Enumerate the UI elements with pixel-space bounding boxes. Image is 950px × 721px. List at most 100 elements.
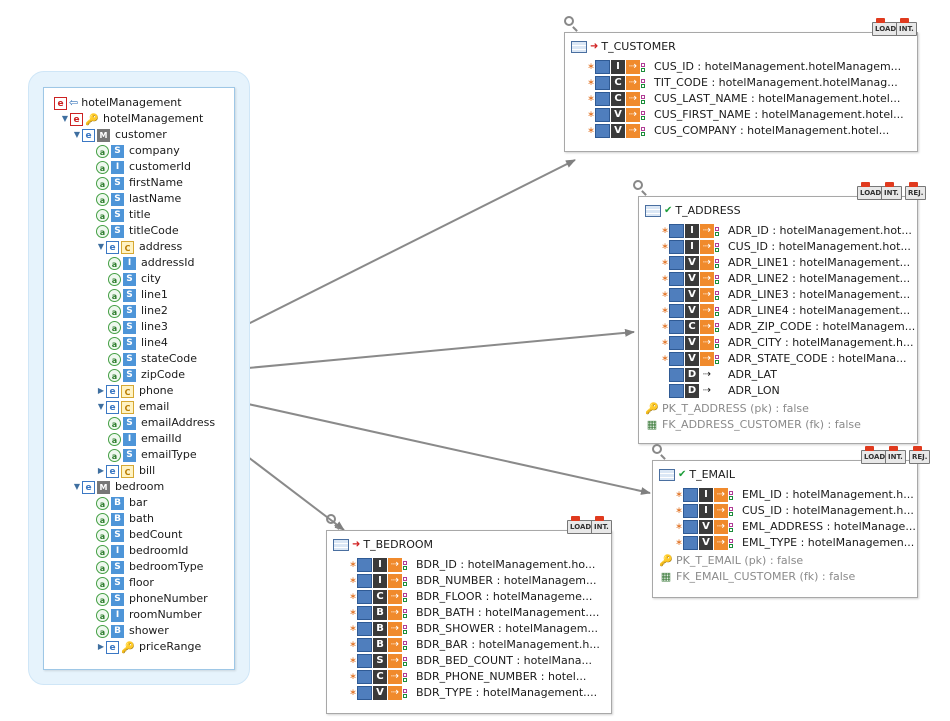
table-title[interactable]: ✔ T_ADDRESS xyxy=(645,203,741,219)
table-column[interactable]: ∗ V ⇢ ADR_CITY : hotelManagement.h... xyxy=(661,335,913,351)
table-column[interactable]: ∗ V ⇢ ADR_LINE4 : hotelManagement... xyxy=(661,303,910,319)
table-column[interactable]: ∗ V ⇢ ADR_LINE3 : hotelManagement... xyxy=(661,287,910,303)
expand-arrow-icon[interactable]: ▼ xyxy=(97,402,105,411)
tree-node[interactable]: ▶e🔑priceRange xyxy=(96,639,201,655)
table-column[interactable]: ∗ I ⇢ EML_ID : hotelManagement.h... xyxy=(675,487,914,503)
table-t-email[interactable]: ✔ T_EMAIL ∗ I ⇢ EML_ID : hotelManagement… xyxy=(652,460,918,598)
table-column[interactable]: ∗ C ⇢ TIT_CODE : hotelManagement.hotelMa… xyxy=(587,75,898,91)
table-title[interactable]: ➜ T_BEDROOM xyxy=(333,537,433,553)
strategy-badge-int[interactable]: INT. xyxy=(885,446,906,464)
table-column[interactable]: ∗ I ⇢ BDR_ID : hotelManagement.ho... xyxy=(349,557,595,573)
column-icon xyxy=(595,108,610,122)
table-title[interactable]: ✔ T_EMAIL xyxy=(659,467,735,483)
table-column[interactable]: ∗ C ⇢ BDR_PHONE_NUMBER : hotel... xyxy=(349,669,586,685)
strategy-badge-int[interactable]: INT. xyxy=(591,516,612,534)
constraint-fk[interactable]: ▦ FK_EMAIL_CUSTOMER (fk) : false xyxy=(659,569,855,585)
collapse-arrow-icon[interactable]: ▶ xyxy=(97,642,105,651)
expand-arrow-icon[interactable]: ▼ xyxy=(61,114,69,123)
table-column[interactable]: ∗ S ⇢ BDR_BED_COUNT : hotelMana... xyxy=(349,653,592,669)
strategy-badge-rej[interactable]: REJ. xyxy=(905,182,927,200)
table-column[interactable]: ∗ C ⇢ ADR_ZIP_CODE : hotelManagem... xyxy=(661,319,915,335)
table-column[interactable]: ∗ V ⇢ CUS_FIRST_NAME : hotelManagement.h… xyxy=(587,107,904,123)
tree-root[interactable]: e ⇦ hotelManagement xyxy=(54,95,182,111)
table-column[interactable]: ∗ I ⇢ ADR_ID : hotelManagement.hot... xyxy=(661,223,912,239)
expand-arrow-icon[interactable]: ▼ xyxy=(97,242,105,251)
collapse-arrow-icon[interactable]: ▶ xyxy=(97,466,105,475)
zoom-icon[interactable] xyxy=(633,180,643,190)
table-column[interactable]: D ⇢ ADR_LAT xyxy=(661,367,777,383)
table-title[interactable]: ➜ T_CUSTOMER xyxy=(571,39,676,55)
table-column[interactable]: ∗ I ⇢ CUS_ID : hotelManagement.hot... xyxy=(661,239,911,255)
table-column[interactable]: ∗ C ⇢ BDR_FLOOR : hotelManageme... xyxy=(349,589,592,605)
collapse-arrow-icon[interactable]: ▶ xyxy=(97,386,105,395)
zoom-icon[interactable] xyxy=(652,444,662,454)
table-column[interactable]: ∗ V ⇢ BDR_TYPE : hotelManagement.... xyxy=(349,685,597,701)
table-column[interactable]: ∗ B ⇢ BDR_SHOWER : hotelManagem... xyxy=(349,621,598,637)
table-column[interactable]: ∗ B ⇢ BDR_BAR : hotelManagement.h... xyxy=(349,637,600,653)
table-column[interactable]: ∗ I ⇢ CUS_ID : hotelManagement.hotelMana… xyxy=(587,59,901,75)
model-tree-panel[interactable]: e ⇦ hotelManagement ▼e🔑hotelManagement▼e… xyxy=(43,87,235,670)
table-column[interactable]: ∗ V ⇢ EML_ADDRESS : hotelManage... xyxy=(675,519,916,535)
table-column[interactable]: ∗ V ⇢ ADR_LINE2 : hotelManagement... xyxy=(661,271,910,287)
strategy-badge-int[interactable]: INT. xyxy=(881,182,902,200)
constraint-pk[interactable]: 🔑 PK_T_EMAIL (pk) : false xyxy=(659,553,803,569)
zoom-icon[interactable] xyxy=(564,16,574,26)
strategy-badge-int[interactable]: INT. xyxy=(896,18,917,36)
table-column[interactable]: ∗ B ⇢ BDR_BATH : hotelManagement.... xyxy=(349,605,599,621)
constraint-pk[interactable]: 🔑 PK_T_ADDRESS (pk) : false xyxy=(645,401,809,417)
strategy-badge-rej[interactable]: REJ. xyxy=(909,446,931,464)
zoom-icon[interactable] xyxy=(326,514,336,524)
tree-node[interactable]: ▼e🔑hotelManagement xyxy=(60,111,203,127)
strategy-badge-load[interactable]: LOAD xyxy=(857,182,885,200)
expand-arrow-icon[interactable]: ▼ xyxy=(73,482,81,491)
strategy-badge-load[interactable]: LOAD xyxy=(861,446,889,464)
table-column[interactable]: ∗ I ⇢ CUS_ID : hotelManagement.h... xyxy=(675,503,914,519)
required-star-icon: ∗ xyxy=(661,354,669,364)
table-column[interactable]: ∗ V ⇢ CUS_COMPANY : hotelManagement.hote… xyxy=(587,123,889,139)
table-column[interactable]: ∗ C ⇢ CUS_LAST_NAME : hotelManagement.ho… xyxy=(587,91,900,107)
table-column[interactable]: ∗ V ⇢ ADR_LINE1 : hotelManagement... xyxy=(661,255,910,271)
expand-arrow-icon[interactable]: ▼ xyxy=(73,130,81,139)
table-t-bedroom[interactable]: ➜ T_BEDROOM ∗ I ⇢ BDR_ID : hotelManageme… xyxy=(326,530,612,714)
table-t-customer[interactable]: ➜ T_CUSTOMER ∗ I ⇢ CUS_ID : hotelManagem… xyxy=(564,32,918,152)
strategy-badge-load[interactable]: LOAD xyxy=(872,18,900,36)
table-t-address[interactable]: ✔ T_ADDRESS ∗ I ⇢ ADR_ID : hotelManageme… xyxy=(638,196,918,444)
table-column[interactable]: ∗ V ⇢ ADR_STATE_CODE : hotelMana... xyxy=(661,351,907,367)
table-column[interactable]: D ⇢ ADR_LON xyxy=(661,383,780,399)
constraint-fk[interactable]: ▦ FK_ADDRESS_CUSTOMER (fk) : false xyxy=(645,417,861,433)
table-column[interactable]: ∗ I ⇢ BDR_NUMBER : hotelManagem... xyxy=(349,573,597,589)
table-column[interactable]: ∗ V ⇢ EML_TYPE : hotelManagemen... xyxy=(675,535,914,551)
